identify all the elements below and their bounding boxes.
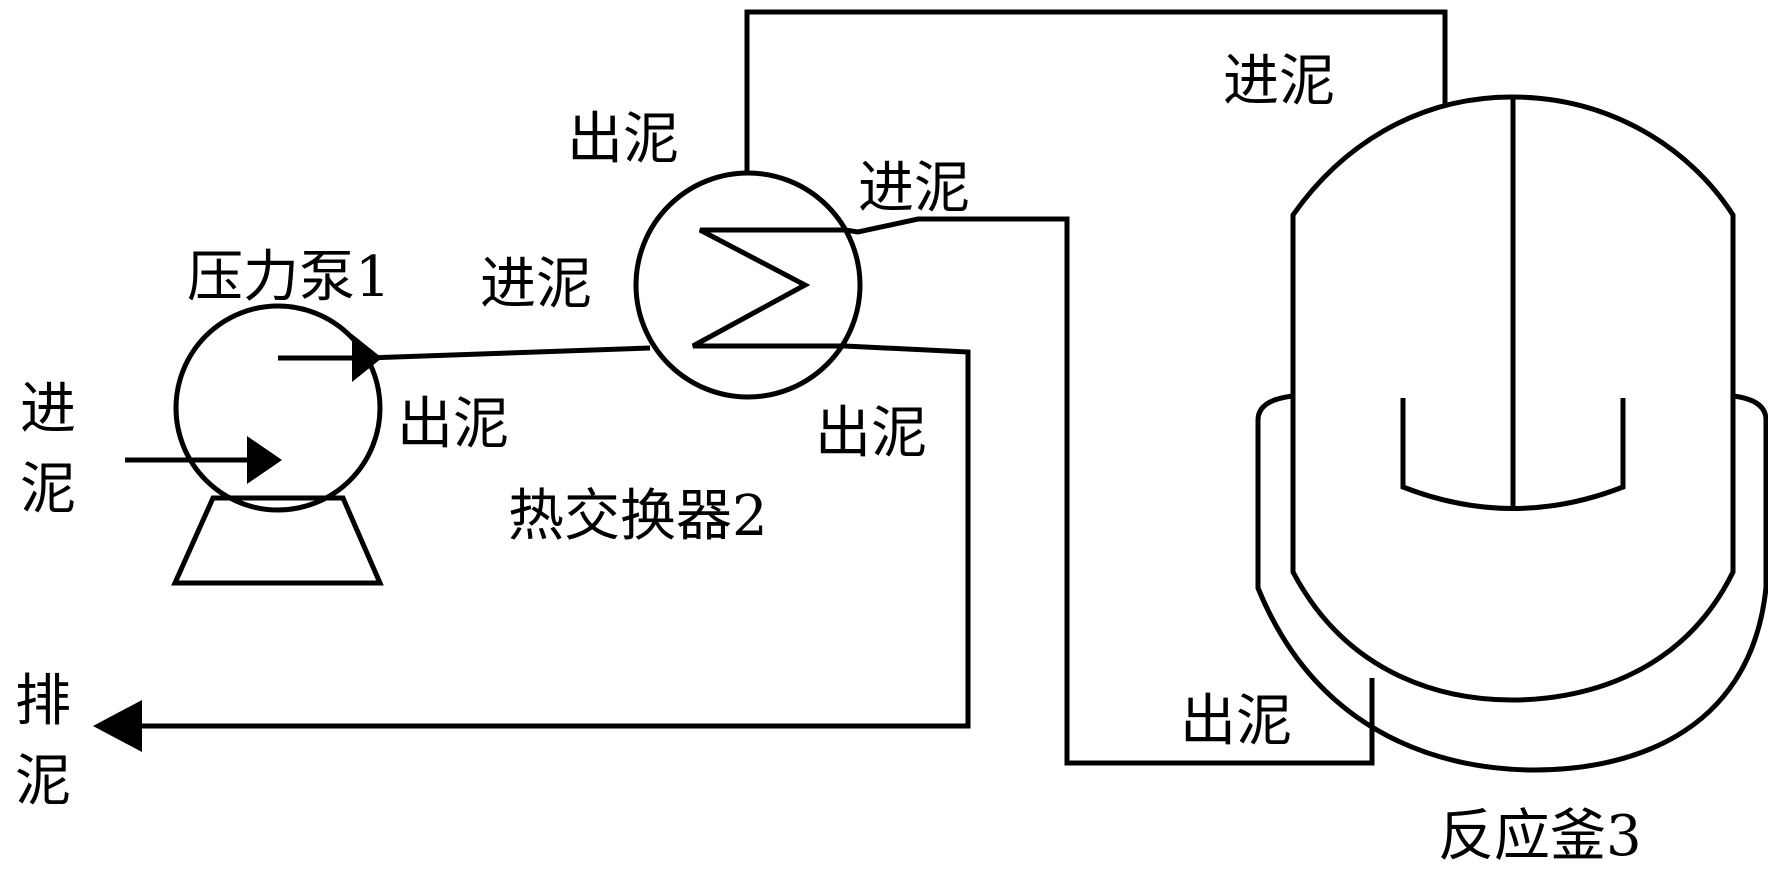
- reactor-vessel: [1255, 94, 1768, 773]
- discharge-label: 泥: [15, 749, 71, 814]
- pump-base: [171, 495, 384, 586]
- pump-body: [173, 303, 383, 513]
- heat-exchanger-coil: [691, 227, 845, 349]
- hx-to-reactor-pipe: [744, 9, 1448, 173]
- pump-inlet-label: 进: [20, 377, 76, 442]
- reactor-label: 反应釜3: [1438, 804, 1642, 869]
- pump-to-hx-pipe: [278, 345, 651, 361]
- pressure-pump: [171, 303, 384, 586]
- reactor-inlet-label: 进泥: [1223, 49, 1335, 114]
- discharge-arrowhead: [93, 700, 142, 752]
- discharge-label: 排: [15, 669, 71, 734]
- hx-inlet-right-label: 进泥: [858, 156, 970, 221]
- hx-to-discharge-pipe: [130, 343, 971, 729]
- reactor-body: [1290, 94, 1736, 703]
- hx-outlet-bottom-label: 出泥: [815, 401, 927, 466]
- pump-outlet-arrowhead: [352, 334, 382, 382]
- heat-exchanger: [633, 170, 863, 400]
- pump-outlet-label: 出泥: [397, 392, 509, 457]
- pump-label: 压力泵1: [187, 245, 391, 310]
- pump-inlet-label: 泥: [20, 457, 76, 522]
- hx-outlet-top-label: 出泥: [567, 107, 679, 172]
- heat-exchanger-shell: [633, 170, 863, 400]
- reactor-jacket: [1255, 393, 1768, 773]
- agitator-paddle: [1400, 398, 1626, 511]
- hx-inlet-left-label: 进泥: [480, 252, 592, 317]
- heat-exchanger-label: 热交换器2: [508, 484, 768, 549]
- reactor-to-hx-pipe: [844, 216, 1375, 766]
- pump-inlet-arrowhead: [247, 436, 282, 484]
- reactor-outlet-label: 出泥: [1180, 689, 1292, 754]
